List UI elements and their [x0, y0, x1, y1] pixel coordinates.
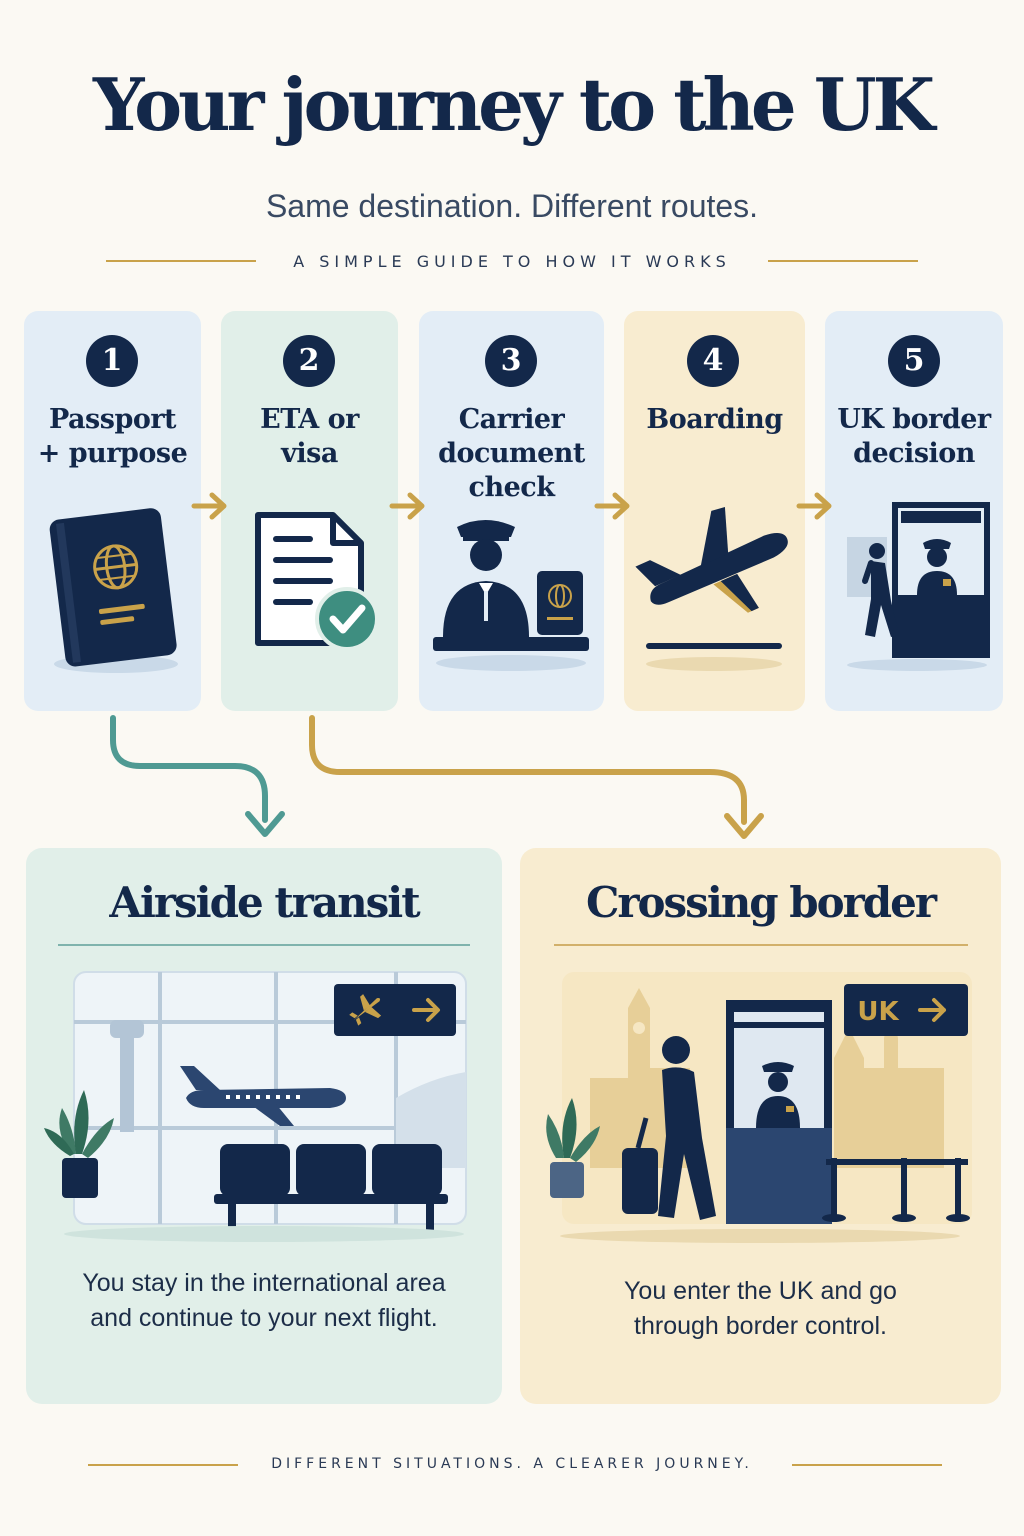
guide-caption: A SIMPLE GUIDE TO HOW IT WORKS	[293, 252, 731, 271]
outcome-title: Crossing border	[585, 878, 937, 927]
document-check-icon	[255, 512, 379, 651]
step-card-eta-visa: 2 ETA or visa	[221, 311, 398, 711]
uk-sign: UK	[844, 984, 968, 1036]
officer-desk-icon	[433, 520, 589, 671]
divider-left	[106, 260, 256, 262]
arrow-right-icon	[918, 998, 946, 1022]
step-number: 1	[86, 335, 138, 387]
step-number: 5	[888, 335, 940, 387]
step-card-boarding: 4 Boarding	[624, 311, 805, 711]
step-card-border-decision: 5 UK border decision	[825, 311, 1003, 711]
outcome-divider	[554, 944, 968, 946]
branch-connectors	[110, 715, 764, 839]
plant-icon	[546, 1098, 600, 1198]
plant-icon	[44, 1090, 114, 1198]
outcome-title: Airside transit	[109, 878, 420, 927]
border-control-illustration: UK	[546, 972, 972, 1243]
step-label: UK border decision	[837, 404, 991, 469]
step-label: Passport + purpose	[37, 404, 188, 469]
outcome-description: You stay in the international area and c…	[82, 1269, 446, 1332]
arrow-right-icon	[191, 492, 227, 520]
footer-divider-right	[792, 1464, 942, 1466]
footer-tagline: DIFFERENT SITUATIONS. A CLEARER JOURNEY.	[271, 1456, 753, 1472]
step-number: 3	[485, 335, 537, 387]
step-card-carrier-check: 3 Carrier document check	[419, 311, 604, 711]
arrow-down-icon	[724, 813, 764, 839]
outcome-card-border: Crossing border UK	[520, 848, 1001, 1404]
airplane-takeoff-icon	[635, 507, 788, 671]
step-card-passport: 1 Passport + purpose	[24, 311, 201, 711]
airplane-icon	[180, 1066, 346, 1126]
arrow-right-icon	[389, 492, 425, 520]
step-label: ETA or visa	[260, 404, 359, 469]
traveller-icon	[622, 1036, 716, 1220]
step-number: 2	[283, 335, 335, 387]
footer-divider-left	[88, 1464, 238, 1466]
outcome-divider	[58, 944, 470, 946]
arrow-down-icon	[245, 811, 285, 837]
airplane-icon	[349, 994, 382, 1026]
passport-icon	[49, 508, 178, 673]
page-subtitle: Same destination. Different routes.	[265, 188, 759, 224]
step-number: 4	[687, 335, 739, 387]
outcome-card-transit: Airside transit	[26, 848, 502, 1404]
step-label: Boarding	[646, 404, 783, 435]
page-title: Your journey to the UK	[92, 62, 935, 147]
step-label: Carrier document check	[438, 404, 585, 503]
divider-right	[768, 260, 918, 262]
border-booth-icon	[847, 502, 990, 671]
seating-row	[214, 1144, 448, 1230]
arrow-right-icon	[412, 998, 440, 1022]
airport-lounge-illustration	[44, 971, 467, 1242]
arrow-right-icon	[594, 492, 630, 520]
gate-sign	[334, 984, 456, 1036]
uk-sign-label: UK	[857, 997, 899, 1027]
booth	[726, 1000, 832, 1224]
outcome-description: You enter the UK and go through border c…	[624, 1277, 897, 1340]
queue-barrier	[826, 1158, 968, 1216]
arrow-right-icon	[796, 492, 832, 520]
